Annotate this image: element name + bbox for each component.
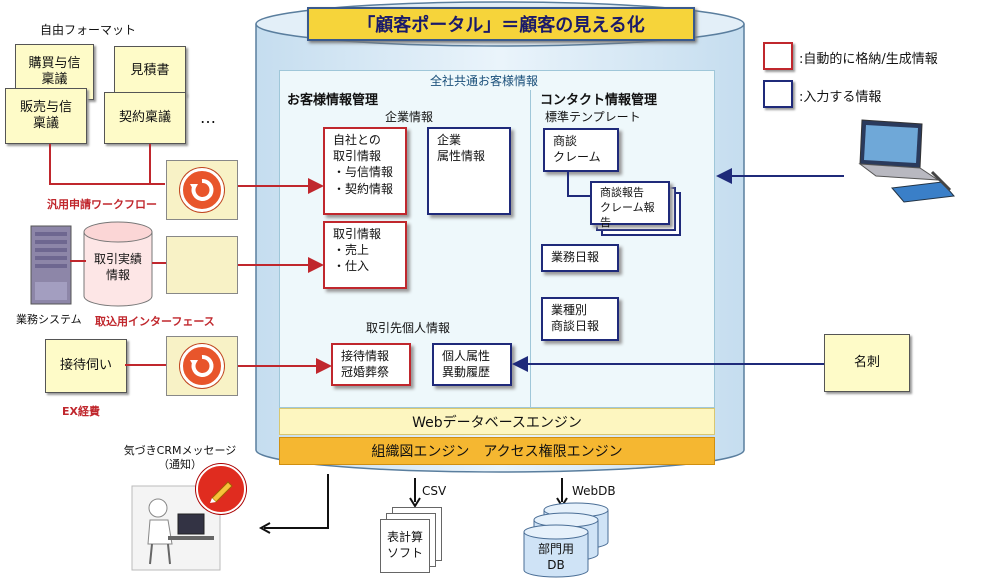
sales-credit-doc: 販売与信 稟議 (5, 88, 87, 144)
common-info-label: 全社共通お客様情報 (430, 74, 539, 88)
entertainment-inquiry-doc: 接待伺い (45, 339, 127, 393)
workflow-refresh (166, 160, 238, 220)
business-system-label: 業務システム (16, 313, 82, 326)
client-personal-label: 取引先個人情報 (366, 321, 451, 335)
estimate-doc: 見積書 (114, 46, 186, 96)
negotiation-claim-box: 商談 クレーム (543, 128, 619, 172)
card-arrow (512, 356, 824, 372)
personal-attributes-box: 個人属性 異動履歴 (432, 343, 512, 386)
legend-auto-label: :自動的に格納/生成情報 (799, 52, 938, 67)
import-interface-label: 取込用インターフェース (95, 315, 215, 328)
laptop-icon (858, 119, 955, 203)
red-arrows (238, 178, 332, 374)
entertainment-info-box: 接待情報 冠婚葬祭 (331, 343, 411, 386)
company-attributes-box: 企業 属性情報 (427, 127, 511, 215)
csv-arrow (409, 478, 421, 508)
report-connector (567, 172, 590, 197)
company-info-label: 企業情報 (385, 110, 434, 124)
legend-input-label: :入力する情報 (799, 90, 882, 105)
dept-db-label: 部門用 DB (537, 542, 574, 572)
daily-report-box: 業務日報 (541, 244, 619, 272)
crm-arrow (258, 474, 329, 534)
spreadsheet-doc: 表計算 ソフト (380, 519, 430, 573)
trade-with-us-box: 自社との 取引情報 ・与信情報 ・契約情報 (323, 127, 407, 215)
alert-badge (196, 464, 246, 514)
transaction-db-cylinder (83, 221, 153, 307)
dept-db-cylinders (523, 502, 609, 578)
crm-message-label: 気づきCRMメッセージ （通知） (123, 444, 237, 472)
inquiry-connector (125, 364, 169, 366)
legend-blue-square (763, 80, 793, 108)
webdb-label: WebDB (572, 484, 616, 498)
legend-red-square (763, 42, 793, 70)
docs-ellipsis: … (200, 108, 216, 127)
csv-label: CSV (422, 484, 447, 498)
negotiation-report-box: 商談報告 クレーム報告 (590, 181, 670, 229)
transaction-db-label: 取引実績 情報 (93, 252, 142, 282)
contract-doc: 契約稟議 (104, 92, 186, 144)
server-db-connector (70, 260, 86, 262)
contact-mgmt-title: コンタクト情報管理 (540, 93, 658, 108)
server-icon (30, 225, 72, 305)
workflow-label: 汎用申請ワークフロー (47, 198, 157, 211)
refresh-icon (180, 344, 224, 388)
free-format-label: 自由フォーマット (40, 23, 137, 37)
import-interface-box (166, 236, 238, 294)
business-card-doc: 名刺 (824, 334, 910, 392)
template-label: 標準テンプレート (545, 110, 641, 124)
refresh-icon (180, 168, 224, 212)
db-to-interface-line (152, 262, 166, 264)
pencil-icon (210, 481, 233, 503)
laptop-arrow (716, 168, 844, 184)
org-access-engine-bar: 組織図エンジン アクセス権限エンジン (279, 437, 715, 465)
trade-info-box: 取引情報 ・売上 ・仕入 (323, 221, 407, 289)
person-at-desk-icon (131, 485, 221, 571)
web-db-engine-bar: Webデータベースエンジン (279, 408, 715, 435)
panel-divider (530, 90, 531, 408)
ex-refresh (166, 336, 238, 396)
industry-daily-box: 業種別 商談日報 (541, 297, 619, 341)
ex-expense-label: EX経費 (62, 405, 100, 418)
page-title: 「顧客ポータル」＝顧客の見える化 (357, 15, 645, 36)
docs-connector (49, 144, 165, 185)
title-banner: 「顧客ポータル」＝顧客の見える化 (307, 7, 695, 41)
customer-mgmt-title: お客様情報管理 (287, 93, 379, 108)
